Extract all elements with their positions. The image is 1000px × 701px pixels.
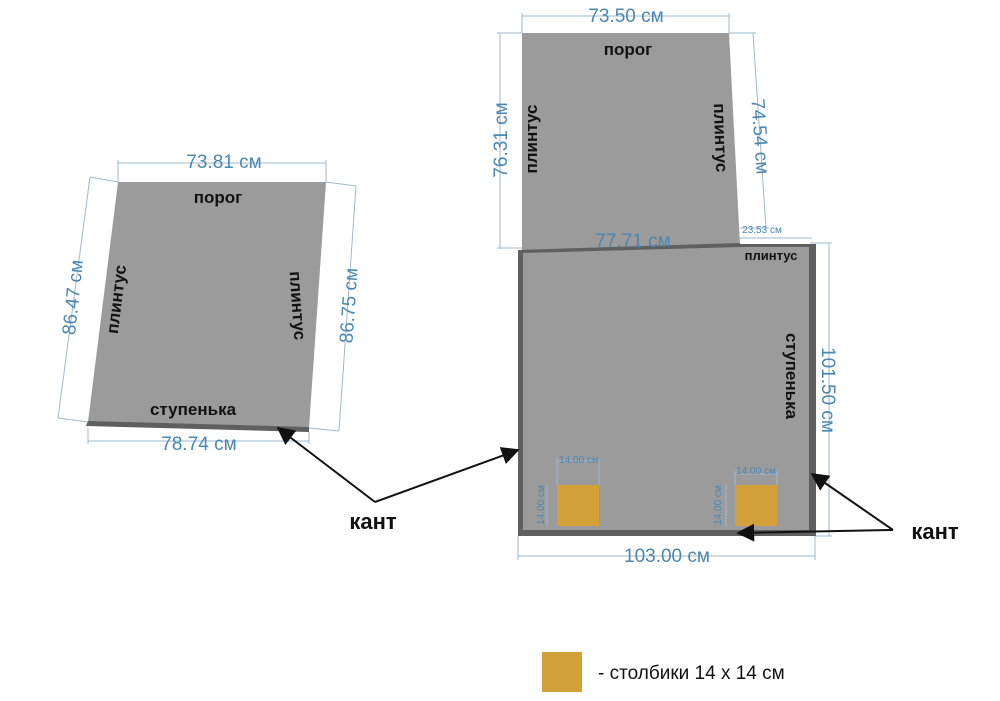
left-dim-bottom: 78.74 см bbox=[161, 434, 236, 455]
right-dim-top: 73.50 см bbox=[588, 6, 663, 27]
post-left bbox=[557, 485, 599, 526]
left-label-baseboard-right: плинтус bbox=[286, 271, 310, 341]
right-dim-left-upper: 76.31 см bbox=[491, 102, 512, 177]
ext-line bbox=[325, 181, 357, 187]
ext-line bbox=[308, 427, 340, 432]
left-dim-top: 73.81 см bbox=[186, 152, 261, 173]
kant-annotations: кант кант bbox=[276, 426, 959, 544]
post-right-dim-width: 14.00 см bbox=[736, 466, 776, 477]
ext-line bbox=[89, 176, 119, 183]
arrow-kant-right-plan bbox=[374, 447, 520, 503]
kant-label-right: кант bbox=[911, 519, 959, 544]
right-label-step: ступенька bbox=[782, 333, 801, 420]
left-dim-left: 86.47 см bbox=[59, 259, 88, 336]
dim-line-right bbox=[338, 185, 357, 432]
right-dim-mid: 77.71 см bbox=[595, 231, 670, 252]
post-right bbox=[735, 485, 777, 526]
legend: - столбики 14 х 14 см bbox=[542, 652, 785, 692]
post-left-dim-height: 14.00 см bbox=[536, 485, 547, 525]
right-dim-bottom: 103.00 см bbox=[624, 546, 710, 567]
left-floor-area bbox=[88, 182, 326, 428]
right-plan: 14.00 см 14.00 см 14.00 см 14.00 см 73.5… bbox=[491, 6, 838, 567]
right-label-baseboard-left: плинтус bbox=[522, 104, 541, 173]
right-dim-right-lower: 101.50 см bbox=[817, 347, 838, 433]
post-left-dim-width: 14.00 см bbox=[559, 455, 599, 466]
right-label-threshold: порог bbox=[604, 40, 653, 59]
left-label-threshold: порог bbox=[194, 188, 243, 207]
left-plan: 73.81 см 86.47 см 86.75 см 78.74 см поро… bbox=[57, 152, 363, 455]
right-dim-notch: 23.53 см bbox=[742, 225, 782, 236]
right-floor-upper bbox=[522, 33, 740, 251]
right-floor-lower bbox=[523, 247, 809, 530]
ext-line bbox=[57, 417, 89, 423]
left-label-step: ступенька bbox=[150, 400, 237, 419]
arrow-kant-left-plan bbox=[276, 426, 376, 503]
arrow-kant-bottom-edge bbox=[736, 523, 894, 542]
legend-swatch bbox=[542, 652, 582, 692]
arrow-kant-right-edge bbox=[810, 472, 894, 531]
post-right-dim-height: 14.00 см bbox=[713, 485, 724, 525]
right-label-baseboard-notch: плинтус bbox=[745, 248, 798, 263]
dim-line-right-upper bbox=[752, 32, 767, 229]
right-label-baseboard-right: плинтус bbox=[710, 103, 731, 173]
kant-label-left: кант bbox=[349, 509, 397, 534]
left-edge-kant bbox=[86, 421, 309, 432]
legend-text: - столбики 14 х 14 см bbox=[598, 663, 785, 684]
right-dim-right-upper: 74.54 см bbox=[746, 98, 772, 175]
dim-line-left bbox=[57, 176, 91, 419]
left-dim-right: 86.75 см bbox=[336, 267, 362, 344]
